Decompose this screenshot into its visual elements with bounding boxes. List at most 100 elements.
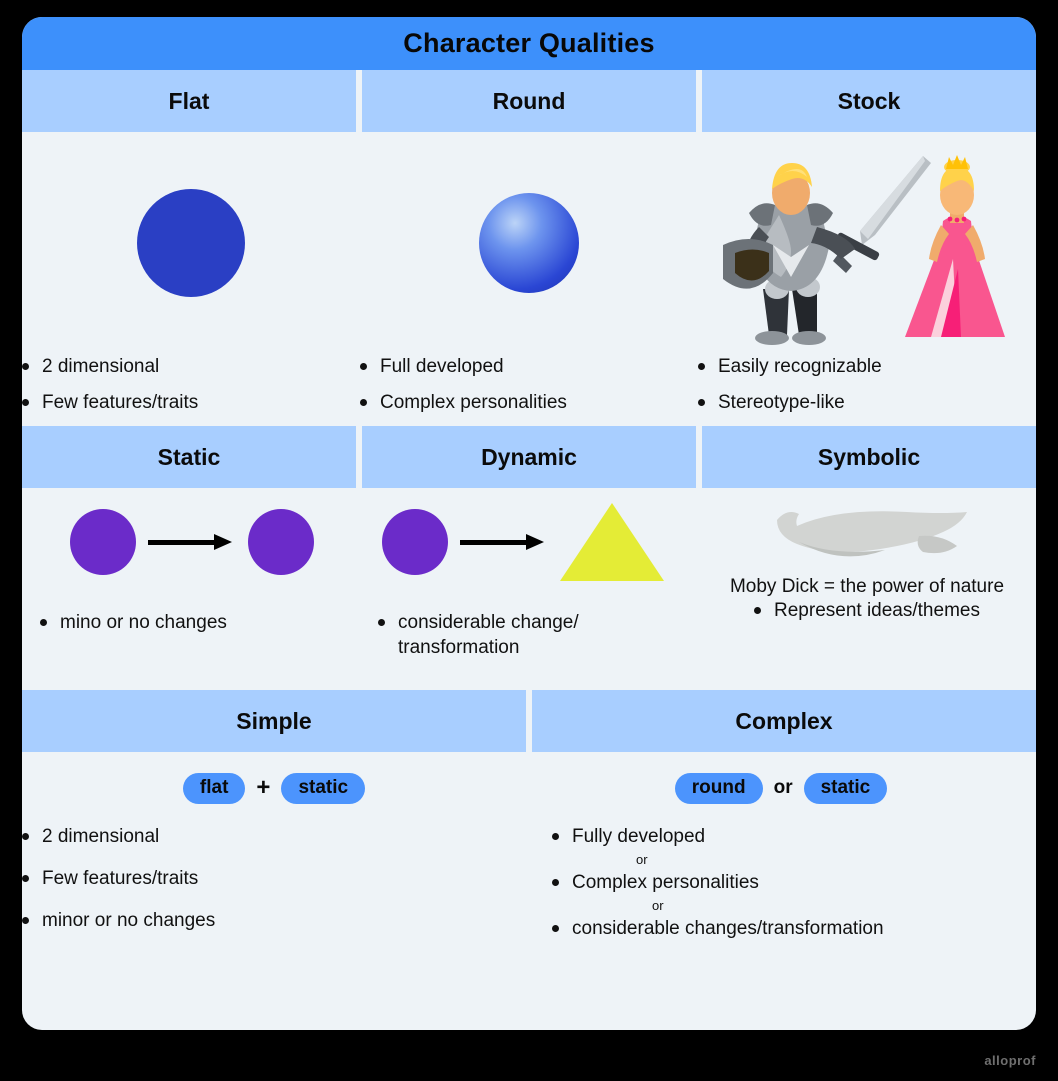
column-dynamic: considerable change/ transformation [360,488,698,690]
bullet-text: Full developed [380,356,504,377]
bullet-text: Few features/traits [42,392,199,414]
or-separator: or [652,898,664,914]
figure-area-dynamic [360,488,698,596]
figure-area-flat [22,132,360,354]
column-complex: round or static Fully developed or Compl… [526,752,1036,958]
header-label-symbolic: Symbolic [817,443,921,470]
arrow-right-icon [148,533,236,551]
header-cell-symbolic: Symbolic [702,426,1036,489]
list-item: mino or no changes [40,610,360,635]
chip-round[interactable]: round [674,772,763,804]
knight-princess-icon [723,155,1005,345]
page-title: Character Qualities [403,28,655,58]
bullet-text: minor or no changes [42,910,216,932]
header-label-static: Static [157,443,221,470]
bullet-dot-icon [40,619,47,627]
bullet-text: 2 dimensional [42,826,160,848]
bullet-text: 2 dimensional [42,356,160,377]
header-cell-static: Static [22,426,356,489]
header-label-dynamic: Dynamic [481,443,577,470]
bullet-list-simple: 2 dimensional Few features/traits minor … [22,824,526,933]
chips-row-simple: flat + static [22,752,526,824]
row3-header-row: Simple Complex [22,690,1036,753]
bullet-dot-icon [22,399,29,407]
header-label-simple: Simple [236,707,312,734]
or-separator: or [636,852,648,868]
figure-area-round [360,132,698,354]
row1-body: 2 dimensional Few features/traits Full d… [22,132,1036,427]
whale-icon [777,511,967,557]
purple-circle-icon [382,509,448,576]
figure-area-stock [698,132,1036,354]
header-cell-complex: Complex [532,690,1036,753]
list-item: Few features/traits [22,390,360,415]
bullet-dot-icon [378,619,385,627]
bullet-text-line1: considerable change/ [398,612,579,634]
bullet-text: considerable changes/transformation [572,918,884,940]
bullet-list-static: mino or no changes [22,596,360,665]
symbolic-caption: Moby Dick = the power of nature [729,576,1005,598]
bullet-text-wrap: considerable change/ transformation [398,610,579,660]
column-symbolic: Moby Dick = the power of nature Represen… [698,488,1036,690]
bullet-dot-icon [552,879,559,887]
figure-area-symbolic: Moby Dick = the power of nature Represen… [698,488,1036,623]
alloprof-watermark: alloprof [984,1053,1036,1068]
list-item: considerable changes/transformation [552,916,1036,941]
bullet-text: Few features/traits [42,868,199,890]
bullet-list-round: Full developed Complex personalities [360,354,698,415]
header-label-stock: Stock [837,87,901,114]
header-label-complex: Complex [735,707,833,734]
chip-joiner-or: or [773,777,793,799]
list-item: Complex personalities [360,390,698,415]
bullet-text: Represent ideas/themes [774,600,980,622]
bullet-dot-icon [552,925,559,933]
list-item: Complex personalities [552,870,1036,895]
bullet-dot-icon [22,875,29,883]
bullet-text: Easily recognizable [718,356,882,377]
figure-area-static [22,488,360,596]
list-item: 2 dimensional [22,354,360,379]
header-cell-flat: Flat [22,70,356,132]
list-item: Stereotype-like [698,390,1036,415]
list-item: Easily recognizable [698,354,1036,379]
bullet-dot-icon [552,833,559,841]
header-cell-dynamic: Dynamic [362,426,696,489]
bullet-text-line2: transformation [398,637,520,659]
header-cell-round: Round [362,70,696,132]
bullet-dot-icon [22,917,29,925]
chip-flat[interactable]: flat [182,772,246,804]
chip-joiner-plus: + [256,774,271,802]
list-item: 2 dimensional [22,824,526,849]
list-item: considerable change/ transformation [378,610,698,660]
round-sphere-icon [479,193,579,293]
header-cell-stock: Stock [702,70,1036,132]
list-item: minor or no changes [22,908,526,933]
header-label-flat: Flat [168,87,210,114]
bullet-text: Fully developed [572,826,706,848]
list-item: Full developed [360,354,698,379]
list-item: Few features/traits [22,866,526,891]
bullet-dot-icon [360,399,367,407]
bullet-list-flat: 2 dimensional Few features/traits [22,354,360,415]
chips-row-complex: round or static [526,752,1036,824]
column-static: mino or no changes [22,488,360,690]
list-item: Represent ideas/themes [754,598,980,623]
bullet-dot-icon [698,399,705,407]
row2-header-row: Static Dynamic Symbolic [22,426,1036,489]
list-item: Fully developed [552,824,1036,849]
chip-static[interactable]: static [803,772,888,804]
bullet-dot-icon [754,607,762,615]
column-round: Full developed Complex personalities [360,132,698,426]
bullet-dot-icon [22,833,29,841]
chip-static[interactable]: static [281,772,366,804]
bullet-list-complex: Fully developed or Complex personalities… [526,824,1036,941]
bullet-text: mino or no changes [60,612,227,634]
row1-header-row: Flat Round Stock [22,70,1036,132]
bullet-list-dynamic: considerable change/ transformation [360,596,698,690]
bullet-dot-icon [698,363,705,370]
arrow-right-icon [460,533,548,551]
header-cell-simple: Simple [22,690,526,753]
column-flat: 2 dimensional Few features/traits [22,132,360,426]
column-simple: flat + static 2 dimensional Few features… [22,752,526,958]
title-band: Character Qualities [22,17,1036,70]
